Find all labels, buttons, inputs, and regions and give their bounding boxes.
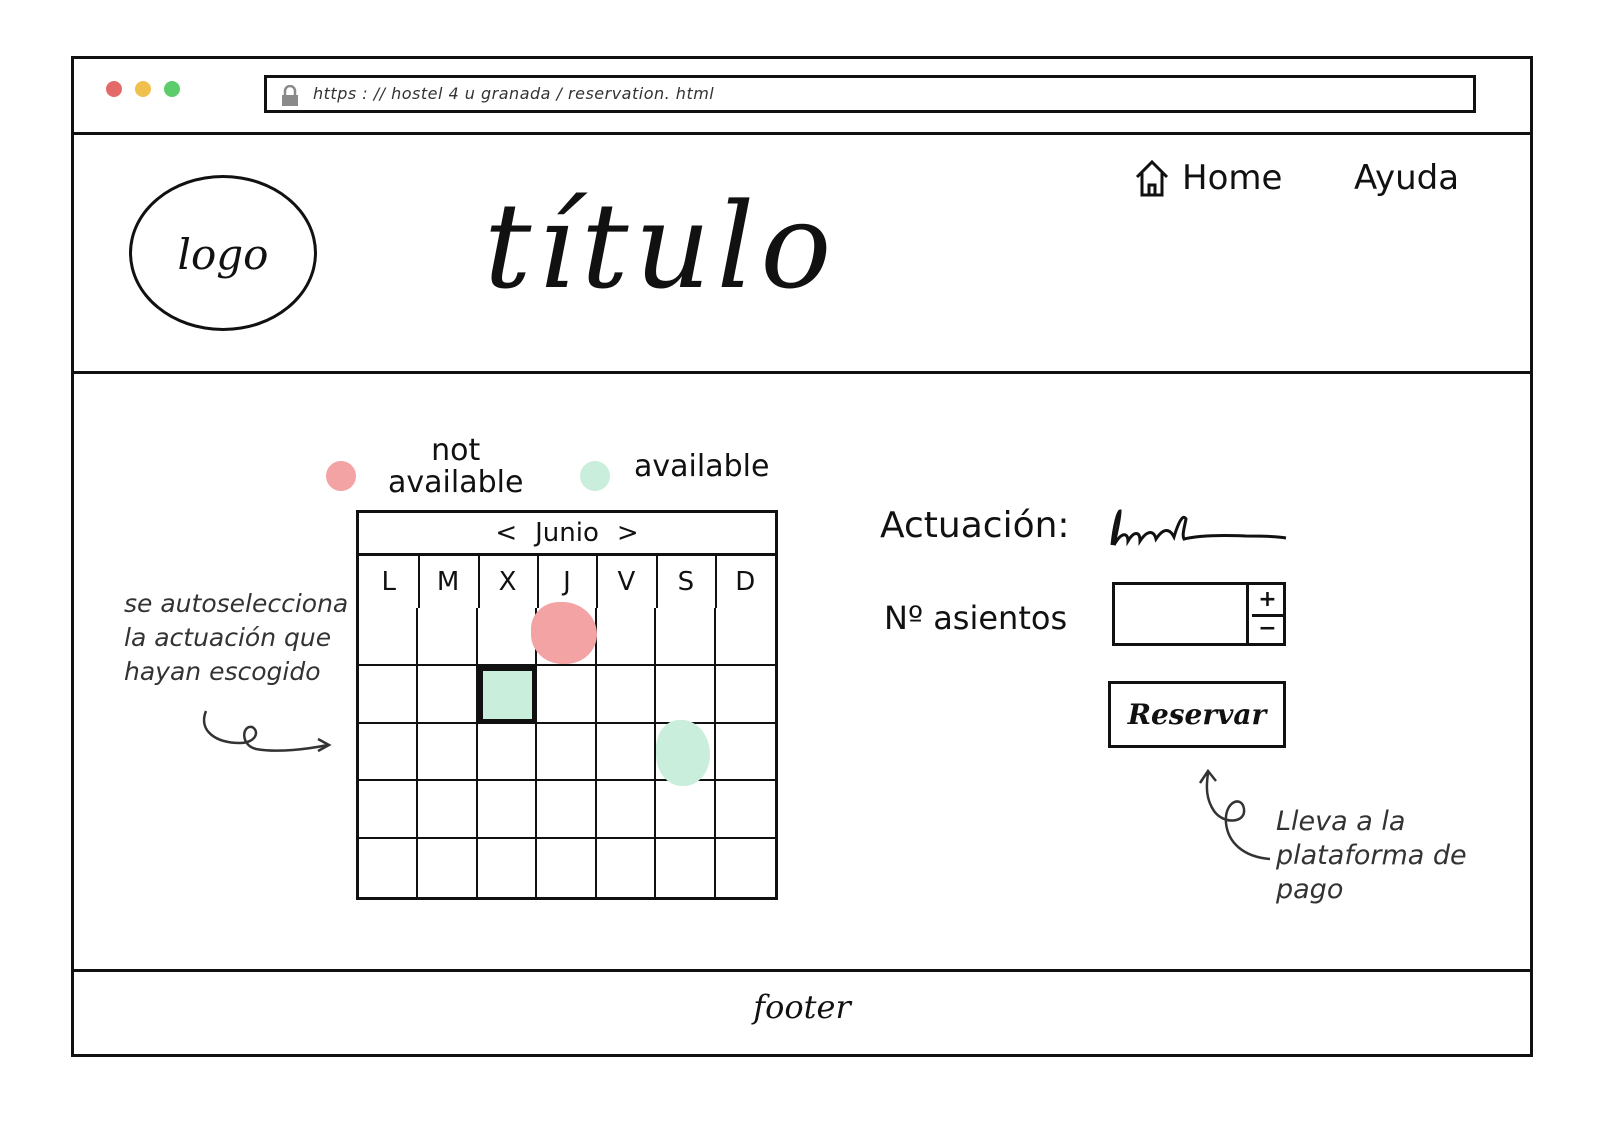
performance-scribble (1110, 509, 1287, 547)
close-dot-icon[interactable] (106, 81, 122, 97)
calendar-day-cell[interactable] (537, 839, 597, 897)
footer-text: footer (753, 988, 851, 1026)
weekday-label: X (498, 567, 517, 597)
legend-available: available (634, 449, 770, 484)
performance-label: Actuación: (880, 505, 1070, 546)
weekday-label: V (617, 567, 636, 597)
curved-arrow-icon (1198, 768, 1271, 861)
calendar-day-cell[interactable] (418, 665, 478, 724)
logo-text: logo (177, 230, 269, 279)
maximize-dot-icon[interactable] (164, 81, 180, 97)
curved-arrow-icon (203, 710, 332, 753)
calendar-day-cell[interactable] (478, 839, 538, 897)
autoselect-note: se autoselecciona la actuación que hayan… (124, 589, 349, 686)
calendar-day-cell[interactable] (656, 719, 716, 786)
nav-home-label: Home (1182, 158, 1283, 198)
weekday-divider (418, 556, 420, 608)
seats-stepper: + − (1112, 582, 1286, 646)
page-title: título (484, 177, 838, 315)
weekday-divider (478, 556, 480, 608)
calendar-day-cell[interactable] (359, 839, 419, 897)
calendar-day-cell[interactable] (418, 608, 478, 666)
calendar-day-cell[interactable] (596, 608, 657, 666)
calendar-day-cell[interactable] (597, 839, 657, 897)
calendar-day-cell[interactable] (359, 665, 419, 724)
calendar-day-cell[interactable] (656, 608, 716, 666)
weekday-label: D (735, 567, 756, 597)
increment-button[interactable]: + (1252, 585, 1283, 617)
browser-chrome: https : // hostel 4 u granada / reservat… (74, 59, 1530, 135)
calendar-day-cell[interactable] (715, 724, 775, 782)
calendar-day-cell[interactable] (359, 608, 419, 666)
reserve-button[interactable]: Reservar (1108, 681, 1286, 748)
calendar-day-cell[interactable] (656, 665, 716, 724)
url-text: https : // hostel 4 u granada / reservat… (313, 84, 715, 103)
calendar-day-cell[interactable] (531, 602, 598, 666)
weekday-divider (537, 556, 539, 608)
weekday-row: L M X J V S D (359, 556, 775, 608)
weekday-divider (596, 556, 598, 608)
weekday-label: L (381, 567, 396, 597)
next-month-button[interactable]: > (616, 518, 639, 548)
calendar-day-cell[interactable] (477, 723, 538, 782)
weekday-divider (656, 556, 658, 608)
calendar-day-cell[interactable] (596, 723, 657, 782)
calendar-day-cell[interactable] (537, 723, 597, 782)
calendar-day-cell[interactable] (715, 781, 775, 840)
prev-month-button[interactable]: < (495, 518, 518, 548)
logo[interactable]: logo (129, 175, 317, 331)
address-bar[interactable]: https : // hostel 4 u granada / reservat… (264, 75, 1476, 113)
available-dot-icon (580, 461, 610, 491)
weekday-divider (715, 556, 717, 608)
calendar-day-cell[interactable] (656, 839, 716, 897)
calendar-day-cell[interactable] (418, 781, 478, 840)
site-header: logo título Home Ayuda (74, 135, 1530, 374)
calendar-day-cell[interactable] (537, 665, 597, 724)
calendar-day-cell[interactable] (477, 781, 538, 840)
not-available-dot-icon (326, 461, 356, 491)
browser-window: https : // hostel 4 u granada / reservat… (71, 56, 1533, 1057)
legend-not-available: not available (388, 433, 524, 500)
nav-home-link[interactable]: Home (1134, 153, 1282, 203)
calendar: < Junio > L M X J V S D (356, 510, 778, 900)
weekday-label: M (436, 567, 460, 597)
payment-note: Lleva a la plataforma de pago (1276, 806, 1467, 905)
weekday-label: J (563, 567, 571, 597)
minimize-dot-icon[interactable] (135, 81, 151, 97)
available-mark (656, 719, 711, 786)
nav-help-link[interactable]: Ayuda (1354, 153, 1459, 203)
calendar-day-cell[interactable] (477, 608, 538, 666)
calendar-day-cell[interactable] (537, 781, 597, 840)
decrement-button[interactable]: − (1258, 616, 1277, 641)
calendar-day-cell[interactable] (716, 839, 775, 897)
calendar-day-cell[interactable] (715, 666, 775, 724)
calendar-day-cell[interactable] (656, 781, 716, 840)
calendar-day-cell[interactable] (359, 781, 419, 840)
seats-input[interactable] (1115, 585, 1249, 643)
home-icon (1135, 159, 1169, 197)
not-available-mark (531, 602, 598, 664)
nav-help-label: Ayuda (1354, 158, 1460, 198)
calendar-header: < Junio > (359, 513, 775, 556)
selected-day-cell[interactable] (477, 665, 538, 724)
site-footer: footer (74, 969, 1530, 1054)
calendar-day-cell[interactable] (596, 665, 657, 724)
calendar-day-cell[interactable] (418, 723, 478, 782)
calendar-day-cell[interactable] (596, 781, 657, 840)
weekday-label: S (677, 567, 695, 597)
seats-label: Nº asientos (884, 599, 1068, 637)
calendar-grid (359, 602, 775, 897)
calendar-day-cell[interactable] (359, 723, 419, 782)
lock-icon (282, 85, 298, 106)
calendar-month: Junio (535, 518, 599, 548)
calendar-day-cell[interactable] (715, 608, 775, 666)
calendar-day-cell[interactable] (418, 839, 478, 897)
